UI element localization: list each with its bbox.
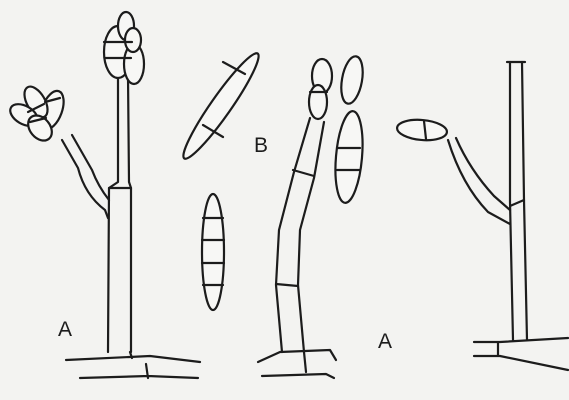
left-branch: [62, 135, 109, 218]
left-branch-conidia-cluster: [7, 83, 69, 145]
left-base-hypha: [66, 352, 200, 378]
middle-stalk: [276, 118, 324, 352]
right-base-hypha: [474, 338, 568, 370]
spore-elongate-diagonal: [176, 48, 266, 164]
right-branch-conidium: [396, 118, 448, 142]
right-branch: [448, 138, 510, 224]
middle-septa: [276, 170, 314, 286]
middle-conidiophore: [258, 55, 366, 378]
spores-group: [176, 48, 266, 310]
label-conidiophore-right: A: [378, 331, 392, 352]
middle-detached-spore: [332, 110, 366, 204]
left-conidiophore: [7, 12, 200, 378]
middle-base-hypha: [258, 350, 336, 378]
right-conidiophore: [396, 62, 568, 370]
left-stalk: [108, 76, 131, 352]
right-septum: [510, 200, 524, 206]
left-apical-conidia-cluster: [104, 12, 144, 84]
label-spores: B: [254, 135, 268, 156]
middle-conidia-cluster: [309, 55, 366, 119]
spore-elongate-vertical: [202, 194, 224, 310]
label-conidiophore-left: A: [58, 319, 72, 340]
